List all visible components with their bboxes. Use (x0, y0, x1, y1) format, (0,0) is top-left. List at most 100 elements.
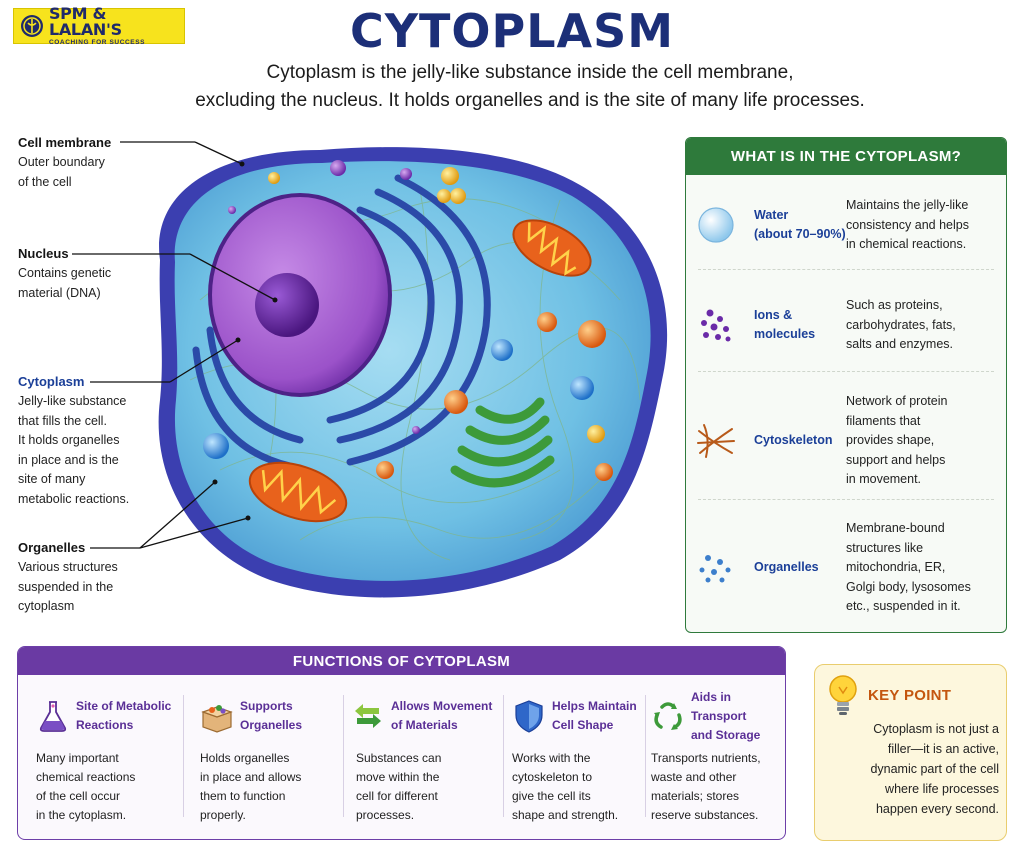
page-title: CYTOPLASM (349, 4, 675, 58)
contents-row-cytoskeleton: Cytoskeleton Network of protein filament… (696, 392, 996, 490)
function-transport-storage: Aids in Transport and Storage Transports… (651, 690, 785, 827)
divider (645, 695, 646, 817)
label-organelles: Organelles Various structures suspended … (18, 540, 143, 617)
key-point-box: KEY POINT Cytoplasm is not just a filler… (814, 664, 1007, 841)
contents-name-line: Ions & (754, 308, 793, 323)
contents-desc: Such as proteins, carbohydrates, fats, s… (846, 296, 996, 355)
contents-name-line: molecules (754, 327, 816, 342)
function-desc-line: of the cell occur (36, 789, 121, 803)
divider (698, 499, 994, 500)
molecules-icon (701, 309, 731, 342)
contents-desc: Network of protein filaments that provid… (846, 392, 996, 490)
lightbulb-icon (829, 675, 857, 715)
function-desc-line: chemical reactions (36, 770, 136, 784)
function-desc: Many important chemical reactions of the… (36, 749, 186, 825)
label-heading: Nucleus (18, 246, 69, 261)
contents-row-organelles: Organelles Membrane-bound structures lik… (696, 519, 996, 617)
function-movement-materials: Allows Movement of Materials Substances … (351, 695, 511, 827)
contents-desc-line: structures like (846, 540, 924, 555)
contents-name: Water (about 70–90%) (754, 206, 846, 244)
function-desc-line: in the cytoplasm. (36, 808, 127, 822)
label-desc-line: Outer boundary (18, 155, 105, 169)
function-desc: Works with the cytoskeleton to give the … (512, 749, 654, 825)
function-title: Supports Organelles (240, 697, 302, 735)
label-desc-line: Various structures (18, 560, 118, 574)
contents-panel-heading: WHAT IS IN THE CYTOPLASM? (686, 138, 1006, 175)
contents-desc-line: mitochondria, ER, (846, 560, 946, 574)
function-desc-line: properly. (200, 808, 246, 822)
function-desc-line: them to function (200, 789, 286, 803)
function-title-line: Helps Maintain (552, 699, 637, 713)
function-desc-line: Transports nutrients, (651, 751, 761, 765)
label-desc-line: Contains genetic (18, 266, 112, 280)
nucleolus-shape (255, 273, 319, 337)
mitochondrion-bottom (248, 461, 348, 523)
function-title-line: and Storage (691, 727, 761, 742)
contents-name-line: (about 70–90%) (754, 227, 846, 242)
recycle-icon (654, 702, 682, 730)
functions-panel: FUNCTIONS OF CYTOPLASM Site of Metabolic… (17, 646, 786, 840)
subtitle-line: Cytoplasm is the jelly-like substance in… (266, 62, 794, 83)
label-desc-line: suspended in the (18, 579, 114, 594)
function-title: Allows Movement of Materials (391, 697, 492, 735)
function-desc-line: reserve substances. (651, 808, 759, 822)
logo-name: SPM & LALAN'S (48, 3, 122, 39)
contents-desc-line: consistency and helps (846, 217, 969, 232)
function-desc-line: Many important (36, 751, 119, 765)
shield-icon (515, 700, 543, 733)
contents-desc-line: provides shape, (846, 433, 935, 447)
contents-desc: Maintains the jelly-like consistency and… (846, 196, 996, 255)
function-title: Aids in Transport and Storage (691, 688, 785, 745)
label-heading: Organelles (18, 540, 86, 555)
contents-desc-line: Maintains the jelly-like (846, 198, 969, 212)
contents-desc-line: Golgi body, lysosomes (846, 579, 971, 594)
key-point-text: Cytoplasm is not just a filler—it is an … (827, 719, 999, 819)
contents-desc-line: in movement. (846, 472, 922, 486)
contents-desc-line: salts and enzymes. (846, 337, 953, 351)
label-desc-line: It holds organelles (18, 433, 120, 447)
function-desc-line: cytoskeleton to (512, 770, 593, 784)
label-desc: Jelly-like substance that fills the cell… (18, 392, 143, 509)
contents-row-ions: Ions & molecules Such as proteins, carbo… (696, 296, 996, 355)
function-desc: Holds organelles in place and allows the… (200, 749, 348, 825)
label-heading: Cytoplasm (18, 374, 85, 389)
label-desc: Outer boundary of the cell (18, 153, 143, 192)
pointer-dots (212, 161, 278, 521)
label-nucleus: Nucleus Contains genetic material (DNA) (18, 246, 143, 303)
contents-name-line: Water (754, 208, 789, 223)
label-pointer-lines (72, 141, 276, 549)
mitochondrion-top (512, 219, 592, 277)
function-desc-line: Holds organelles (200, 751, 290, 765)
divider (343, 695, 344, 817)
function-desc-line: processes. (356, 808, 415, 822)
contents-panel: WHAT IS IN THE CYTOPLASM? Water (about 7… (685, 137, 1007, 633)
function-desc-line: waste and other (651, 770, 737, 784)
function-title-line: of Materials (391, 718, 458, 732)
organelle-vesicles (203, 160, 613, 481)
label-desc-line: in place and is the (18, 452, 119, 467)
key-point-line: dynamic part of the cell (870, 762, 999, 776)
divider (698, 371, 994, 372)
function-title-line: Aids in Transport (691, 689, 747, 723)
divider (183, 695, 184, 817)
brand-logo: SPM & LALAN'S COACHING FOR SUCCESS (13, 3, 185, 45)
function-desc-line: in place and allows (200, 770, 302, 784)
function-title-line: Cell Shape (552, 718, 614, 732)
contents-name: Organelles (754, 558, 846, 577)
contents-desc-line: etc., suspended in it. (846, 599, 961, 613)
page-subtitle: Cytoplasm is the jelly-like substance in… (120, 59, 940, 115)
contents-name-line: Organelles (754, 560, 819, 575)
cell-illustration (72, 141, 668, 598)
label-desc-line: metabolic reactions. (18, 491, 130, 506)
label-desc: Contains genetic material (DNA) (18, 264, 143, 303)
function-desc-line: cell for different (356, 789, 438, 803)
contents-row-water: Water (about 70–90%) Maintains the jelly… (696, 196, 996, 255)
golgi-apparatus (450, 397, 555, 488)
filaments-icon (697, 423, 735, 458)
function-desc-line: Substances can (356, 751, 442, 765)
function-title: Helps Maintain Cell Shape (552, 697, 637, 735)
function-desc-line: shape and strength. (512, 808, 619, 822)
contents-desc-line: in chemical reactions. (846, 237, 967, 251)
logo-emblem-icon (20, 15, 43, 37)
function-desc: Transports nutrients, waste and other ma… (651, 749, 785, 825)
